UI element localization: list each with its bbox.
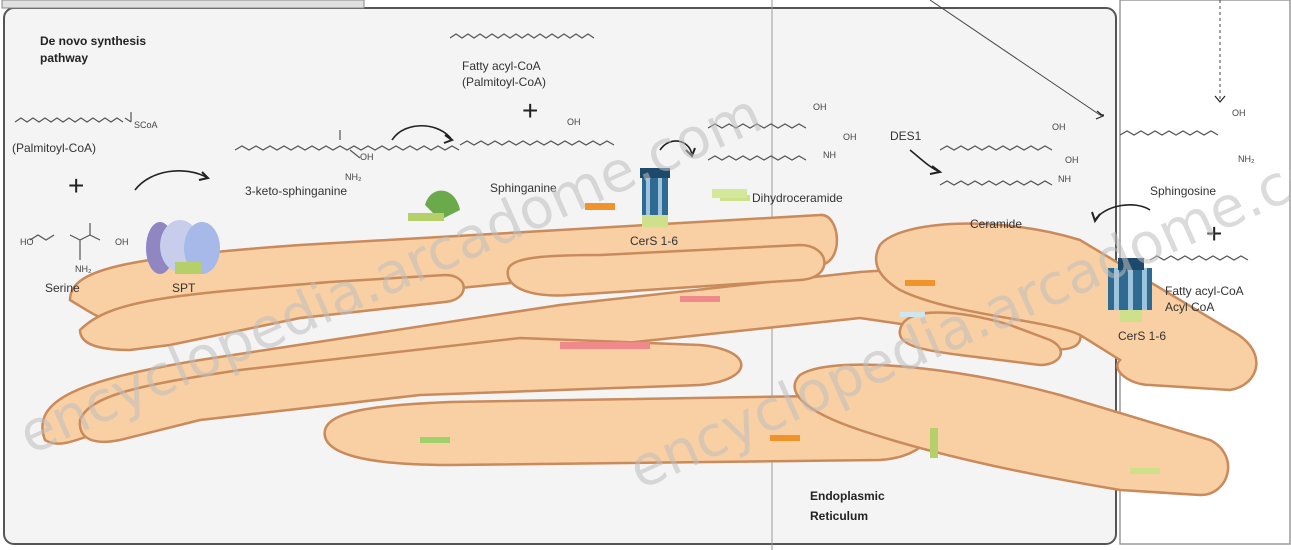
label-er-line1: Endoplasmic: [810, 489, 885, 503]
label-cers-right: CerS 1-6: [1118, 329, 1166, 343]
label-spt: SPT: [172, 281, 196, 295]
label-des1: DES1: [890, 129, 922, 143]
label-palmitoyl-coa: (Palmitoyl-CoA): [12, 141, 96, 155]
diagram-title-line1: De novo synthesis: [40, 34, 146, 48]
oh-label-serine: OH: [115, 237, 129, 247]
label-er-line2: Reticulum: [810, 509, 868, 523]
nh2-label-serine: NH₂: [75, 264, 92, 274]
scoa-label-1: SCoA: [134, 120, 158, 130]
oh-label-1: OH: [360, 152, 374, 162]
diagram-title-line2: pathway: [40, 51, 88, 65]
oh-label-3: OH: [813, 102, 827, 112]
oh-label-6: OH: [1065, 155, 1079, 165]
nh-label-1: NH: [823, 150, 836, 160]
oh-label-7: OH: [1232, 108, 1246, 118]
label-3-keto-sphinganine: 3-keto-sphinganine: [245, 184, 347, 198]
label-cers: CerS 1-6: [630, 234, 678, 248]
top-left-tab: [2, 0, 364, 8]
label-palmitoyl-coa-2: (Palmitoyl-CoA): [462, 75, 546, 89]
dihydroceramide-patch: [712, 189, 747, 198]
label-ceramide: Ceramide: [970, 217, 1022, 231]
oh-label-2: OH: [567, 117, 581, 127]
oh-label-5: OH: [1052, 122, 1066, 132]
ho-label-serine: HO: [20, 237, 34, 247]
plus-sign-2: +: [522, 95, 538, 126]
label-fatty-acyl-coa: Fatty acyl-CoA: [462, 59, 541, 73]
nh-label-2: NH: [1058, 174, 1071, 184]
label-fatty-acyl-coa-right: Fatty acyl-CoA: [1165, 284, 1244, 298]
plus-sign-1: +: [68, 170, 84, 201]
oh-label-4: OH: [843, 132, 857, 142]
label-acyl-coa-right: Acyl CoA: [1165, 300, 1214, 314]
spt-enzyme-complex: [146, 220, 220, 274]
nh2-label-1: NH₂: [345, 172, 362, 182]
label-serine: Serine: [45, 281, 80, 295]
label-dihydroceramide: Dihydroceramide: [752, 191, 843, 205]
